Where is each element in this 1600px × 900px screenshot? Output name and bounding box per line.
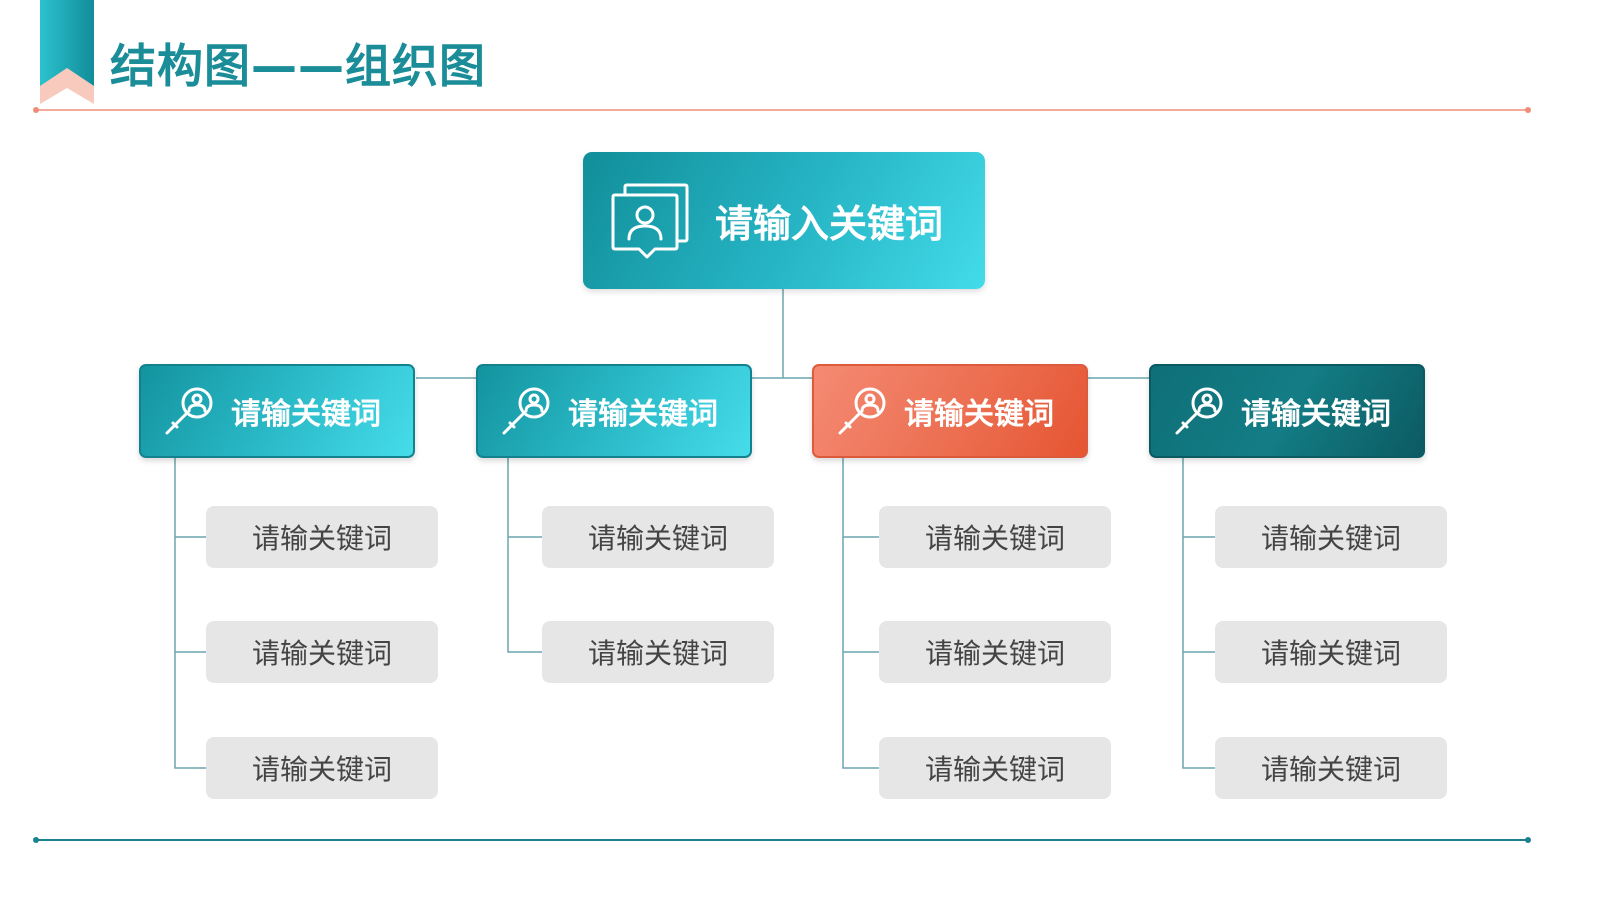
leaf-node[interactable]: 请输关键词 xyxy=(206,737,438,799)
footer-divider xyxy=(33,837,1531,843)
branch-node-3[interactable]: 请输关键词 xyxy=(812,364,1088,458)
search-user-icon xyxy=(838,387,886,435)
branch-label: 请输关键词 xyxy=(904,397,1054,432)
search-user-icon xyxy=(165,387,213,435)
leaf-node[interactable]: 请输关键词 xyxy=(1215,621,1447,683)
bookmark-ribbon-icon xyxy=(40,0,94,104)
leaf-node[interactable]: 请输关键词 xyxy=(879,506,1111,568)
leaf-node[interactable]: 请输关键词 xyxy=(1215,737,1447,799)
leaf-node[interactable]: 请输关键词 xyxy=(206,506,438,568)
leaf-node[interactable]: 请输关键词 xyxy=(542,621,774,683)
branch-node-1[interactable]: 请输关键词 xyxy=(139,364,415,458)
branch-label: 请输关键词 xyxy=(231,397,381,432)
branch-node-4[interactable]: 请输关键词 xyxy=(1149,364,1425,458)
branch-node-2[interactable]: 请输关键词 xyxy=(476,364,752,458)
page-title: 结构图——组织图 xyxy=(110,39,486,93)
branch-label: 请输关键词 xyxy=(1241,397,1391,432)
leaf-node[interactable]: 请输关键词 xyxy=(206,621,438,683)
user-chat-icon xyxy=(611,183,689,258)
leaf-node[interactable]: 请输关键词 xyxy=(1215,506,1447,568)
root-label: 请输入关键词 xyxy=(715,202,944,246)
branch-label: 请输关键词 xyxy=(568,397,718,432)
header-divider xyxy=(33,107,1531,113)
root-node[interactable]: 请输入关键词 xyxy=(583,152,985,289)
leaf-node[interactable]: 请输关键词 xyxy=(879,737,1111,799)
leaf-node[interactable]: 请输关键词 xyxy=(542,506,774,568)
leaf-node[interactable]: 请输关键词 xyxy=(879,621,1111,683)
search-user-icon xyxy=(502,387,550,435)
search-user-icon xyxy=(1175,387,1223,435)
